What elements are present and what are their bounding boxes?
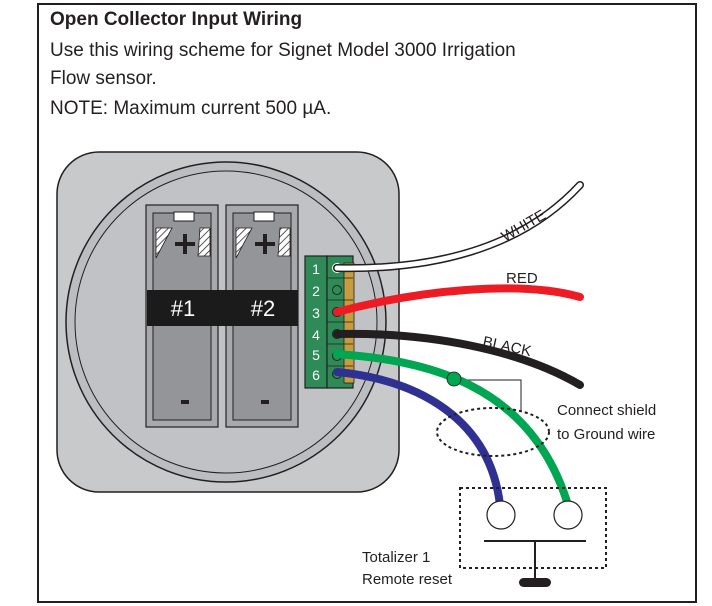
terminal-label-6: 6 [312, 367, 320, 383]
note-line: NOTE: Maximum current 500 µA. [50, 98, 332, 119]
reset-button [519, 578, 551, 587]
terminal-label-3: 3 [312, 305, 320, 321]
battery-label-2: #2 [251, 296, 275, 321]
totalizer-box [459, 487, 607, 569]
red-wire [333, 284, 584, 316]
description-line-2: Flow sensor. [50, 68, 157, 89]
shield-note-line-1: Connect shield [557, 402, 656, 419]
battery-label-band [147, 290, 298, 326]
black-wire [333, 329, 584, 389]
totalizer-label-line-2: Remote reset [362, 571, 453, 588]
description-line-1: Use this wiring scheme for Signet Model … [50, 40, 516, 61]
diagram-title: Open Collector Input Wiring [50, 9, 303, 30]
white-wire [333, 181, 584, 273]
battery-label-1: #1 [171, 296, 195, 321]
totalizer-terminal-right [553, 500, 583, 530]
terminal-label-5: 5 [312, 347, 320, 363]
green-wire [333, 350, 572, 509]
shield-note-line-2: to Ground wire [557, 426, 655, 443]
terminal-label-2: 2 [312, 283, 320, 299]
terminal-label-4: 4 [312, 327, 320, 343]
shield-ellipse [436, 407, 550, 457]
blue-wire [333, 368, 504, 509]
shield-splice-dot [446, 371, 462, 387]
totalizer-terminal-left [486, 500, 516, 530]
totalizer-label-line-1: Totalizer 1 [362, 549, 430, 566]
white-wire-label: WHITE [499, 207, 549, 246]
red-wire-label: RED [506, 270, 538, 287]
shield-connector-line [455, 379, 522, 412]
terminal-label-1: 1 [312, 261, 320, 277]
diagram-frame [37, 3, 697, 603]
